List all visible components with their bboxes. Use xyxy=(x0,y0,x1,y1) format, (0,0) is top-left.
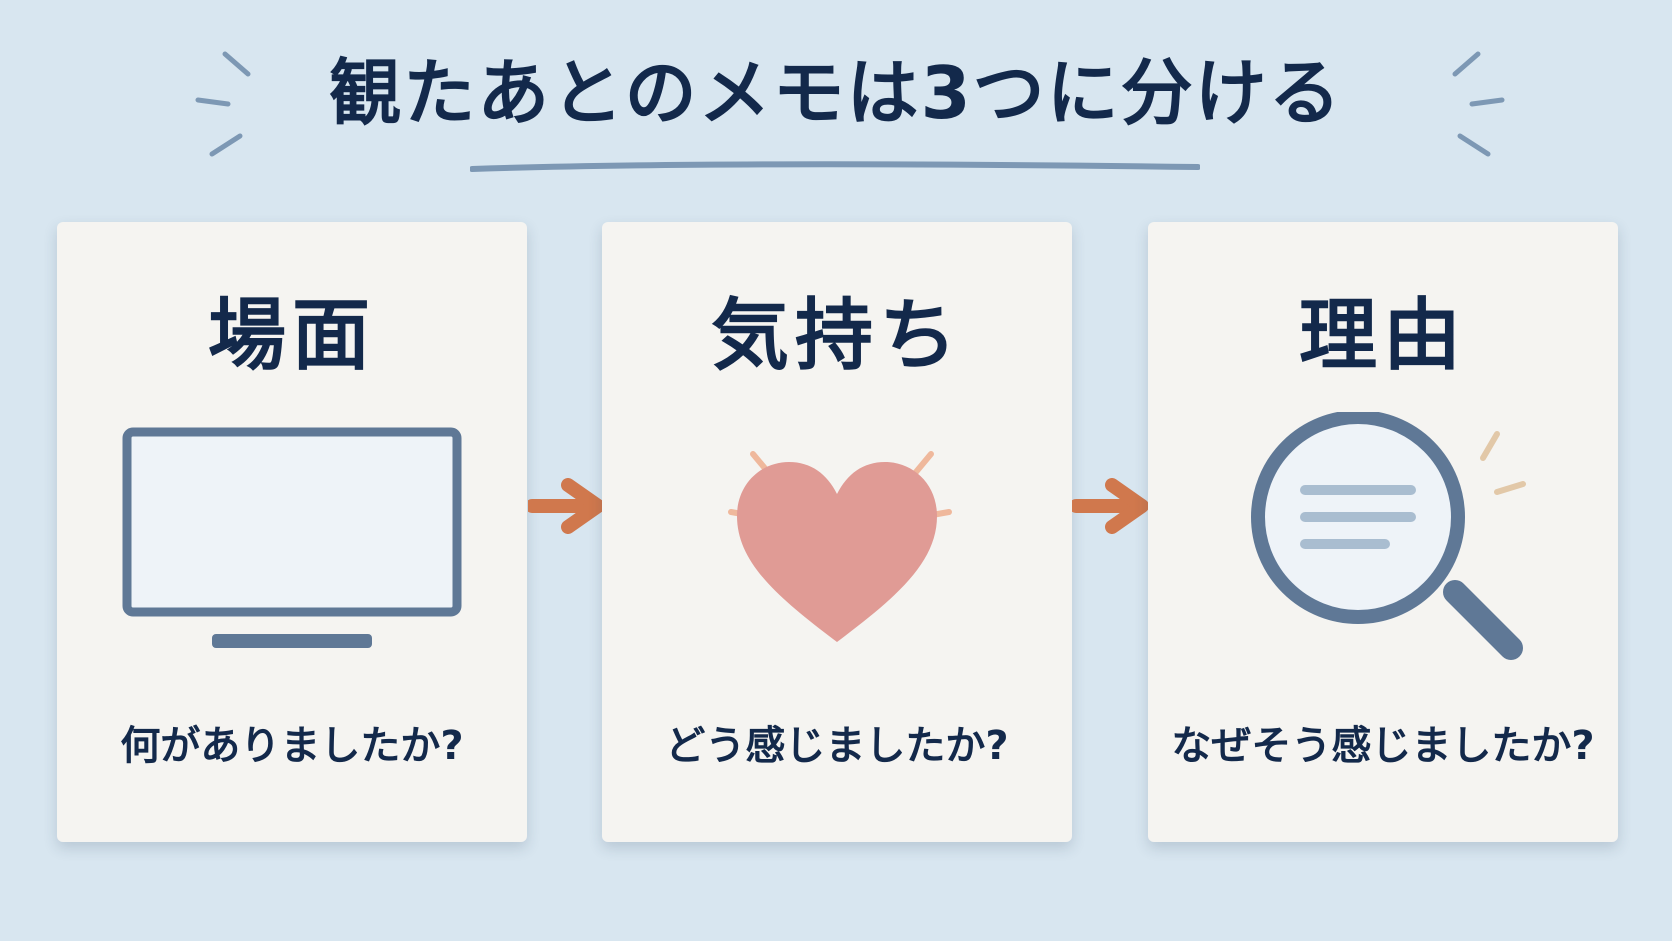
arrow-right-icon xyxy=(528,478,605,534)
magnifier-icon xyxy=(1251,412,1526,660)
burst-right-icon xyxy=(1452,51,1505,157)
card-question: 何がありましたか? xyxy=(120,723,464,769)
card-title: 気持ち xyxy=(710,291,963,381)
card-title: 理由 xyxy=(1298,291,1467,381)
header: 観たあとのメモは3つに分ける xyxy=(0,0,1672,200)
card-scene: 場面 何がありましたか? xyxy=(57,222,527,842)
card-question: なぜそう感じましたか? xyxy=(1171,723,1595,769)
title-underline xyxy=(470,161,1200,172)
burst-left-icon xyxy=(195,51,251,157)
card-feeling: 気持ち どう感じましたか? xyxy=(602,222,1072,842)
page-title: 観たあとのメモは3つに分ける xyxy=(329,51,1343,135)
tv-icon xyxy=(122,427,462,648)
arrow-right-icon xyxy=(1072,478,1149,534)
card-question: どう感じましたか? xyxy=(665,723,1009,769)
card-reason: 理由 なぜそう感じましたか? xyxy=(1148,222,1618,842)
heart-icon xyxy=(728,451,952,642)
card-title: 場面 xyxy=(207,291,376,381)
